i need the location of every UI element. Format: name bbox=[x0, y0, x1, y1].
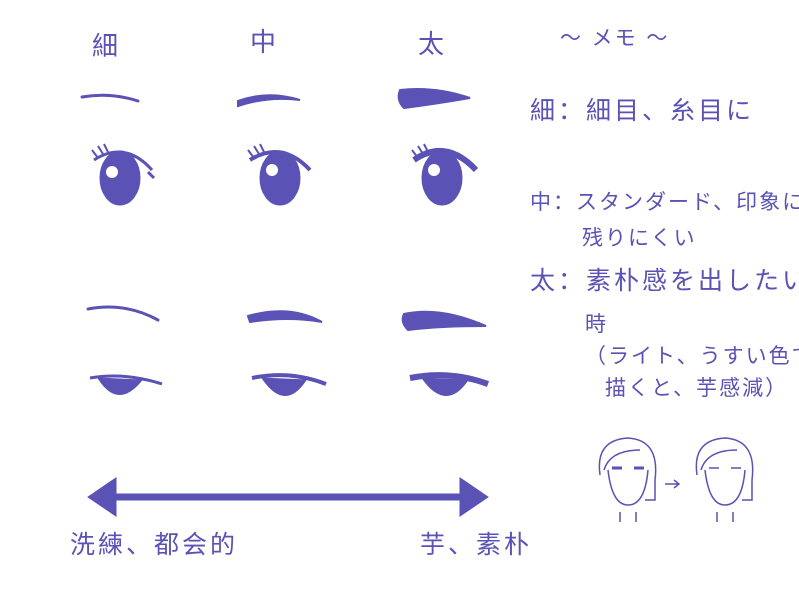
eyebrow-thin bbox=[80, 93, 140, 103]
eye-half-medium bbox=[251, 373, 327, 396]
memo-line: 時 bbox=[585, 312, 608, 336]
eye-half-thick bbox=[409, 372, 490, 396]
memo-title: ～ メモ ～ bbox=[560, 26, 670, 50]
eye-open-thick bbox=[411, 143, 479, 206]
memo-line: 描くと、芋感減） bbox=[605, 376, 789, 400]
memo-line: 中：スタンダード、印象に bbox=[530, 190, 799, 214]
eye-open-medium bbox=[247, 143, 312, 206]
scale-right-label: 芋、素朴 bbox=[420, 530, 533, 559]
eyebrow-medium-2 bbox=[246, 310, 323, 324]
memo-line: （ライト、うすい色で bbox=[585, 344, 799, 368]
eyebrow-thick bbox=[397, 88, 471, 110]
face-after bbox=[695, 437, 754, 522]
column-label-medium: 中 bbox=[250, 28, 277, 58]
eyebrow-thick-2 bbox=[401, 310, 487, 332]
column-label-thick: 太 bbox=[418, 30, 445, 60]
memo-line: 残りにくい bbox=[582, 226, 697, 250]
memo-line: 細：細目、糸目に bbox=[530, 96, 755, 125]
scale-arrow bbox=[87, 477, 489, 517]
eye-open-thin bbox=[91, 143, 156, 206]
scale-left-label: 洗練、都会的 bbox=[70, 530, 239, 559]
arrow-right-icon bbox=[665, 479, 681, 489]
eye-half-thin bbox=[89, 374, 163, 395]
memo-line: 太：素朴感を出したい bbox=[530, 266, 799, 295]
column-label-thin: 細 bbox=[92, 32, 119, 62]
eyebrow-medium bbox=[237, 94, 301, 108]
face-before bbox=[598, 437, 657, 522]
eyebrow-thin-2 bbox=[86, 305, 160, 322]
